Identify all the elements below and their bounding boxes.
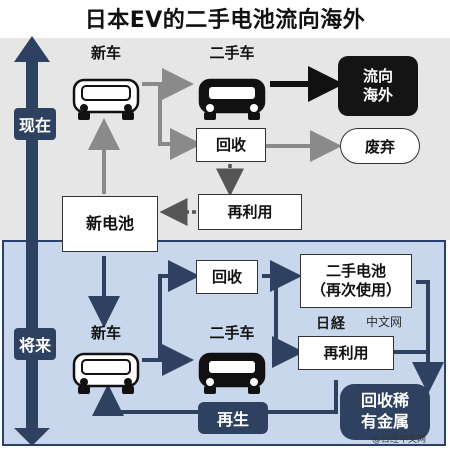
- recycle-box-now: 回收: [196, 128, 266, 162]
- used-car-now-icon: [198, 78, 266, 120]
- credit-text: @日经中文网: [372, 435, 427, 445]
- used-car-future-icon: [198, 352, 266, 394]
- used-car-label-future: 二手车: [209, 324, 255, 342]
- rare-metals-box: 回收稀 有金属: [340, 384, 430, 440]
- new-car-now-icon: [72, 78, 140, 120]
- recycle-box-future: 回收: [196, 260, 258, 294]
- nikkei-logo: 日経: [316, 316, 346, 332]
- new-car-future-icon: [72, 352, 140, 394]
- regenerate-box: 再生: [198, 402, 268, 434]
- used-battery-box: 二手电池 （再次使用）: [300, 254, 412, 308]
- reuse-box-now: 再利用: [198, 194, 302, 230]
- arrow-recycle-to-reuse-future: [272, 276, 304, 368]
- page-title: 日本EV的二手电池流向海外: [84, 8, 366, 33]
- new-car-label-future: 新车: [90, 324, 121, 342]
- used-car-label-now: 二手车: [209, 44, 255, 62]
- arrow-to-recycle-now: [158, 84, 202, 160]
- era-label-future: 将来: [14, 328, 56, 360]
- discard-box: 废弃: [340, 128, 420, 164]
- arrow-reuse-to-raremetals: [392, 350, 444, 394]
- arrow-to-recycle-future: [158, 260, 200, 360]
- reuse-box-future: 再利用: [298, 336, 394, 370]
- arrow-usedbattery-to-raremetals: [416, 280, 430, 352]
- watermark-text: 中文网: [366, 315, 403, 329]
- era-label-now: 现在: [14, 108, 56, 140]
- overseas-box: 流向 海外: [338, 56, 418, 116]
- timeline-arrow: [14, 36, 50, 446]
- new-car-label-now: 新车: [90, 44, 121, 62]
- new-battery-box: 新电池: [62, 196, 158, 252]
